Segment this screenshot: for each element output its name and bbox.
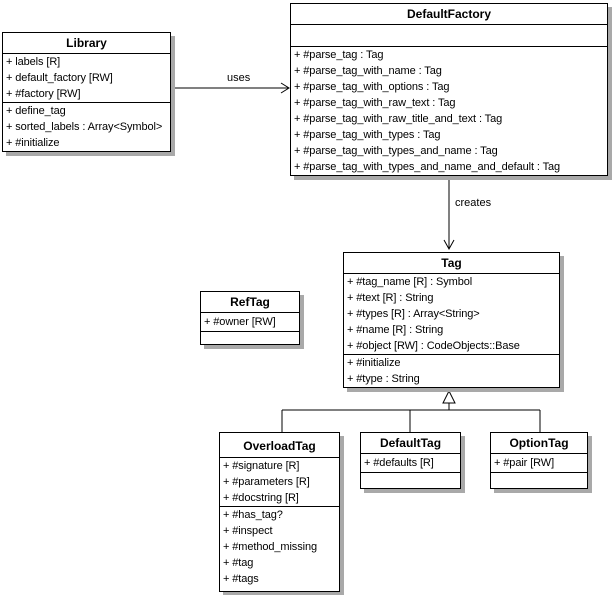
method-row: + #parse_tag_with_types_and_name_and_def… [294, 161, 561, 173]
attributes-section-empty [291, 24, 607, 46]
class-name-defaulttag: DefaultTag [379, 436, 442, 450]
creates-open-arrowhead-icon [443, 239, 455, 251]
method-row: + #parse_tag_with_raw_text : Tag [294, 97, 456, 109]
method-row: + #parse_tag_with_types_and_name : Tag [294, 145, 498, 157]
attribute-row: + #text [R] : String [347, 292, 434, 304]
methods-section-empty [491, 472, 587, 488]
class-name-optiontag: OptionTag [509, 436, 569, 450]
uses-edge-label: uses [227, 72, 251, 84]
methods-section: + define_tag + sorted_labels : Array<Sym… [3, 102, 170, 151]
class-box-optiontag[interactable]: OptionTag + #pair [RW] [490, 432, 588, 489]
method-row: + #tags [223, 573, 259, 585]
attributes-section: + #signature [R] + #parameters [R] + #do… [220, 457, 339, 506]
method-row: + #initialize [6, 137, 60, 149]
attribute-row: + labels [R] [6, 56, 61, 68]
attribute-row: + #name [R] : String [347, 324, 444, 336]
methods-section: + #parse_tag : Tag + #parse_tag_with_nam… [291, 46, 607, 175]
attribute-row: + #object [RW] : CodeObjects::Base [347, 340, 520, 352]
class-name-defaultfactory: DefaultFactory [406, 7, 492, 21]
attribute-row: + #owner [RW] [204, 316, 276, 328]
class-box-defaultfactory[interactable]: DefaultFactory + #parse_tag : Tag + #par… [290, 3, 608, 176]
method-row: + #type : String [347, 373, 420, 385]
attribute-row: + #defaults [R] [364, 457, 434, 469]
method-row: + #parse_tag_with_raw_title_and_text : T… [294, 113, 503, 125]
class-box-library[interactable]: Library + labels [R] + default_factory [… [2, 32, 171, 152]
attribute-row: + #factory [RW] [6, 88, 81, 100]
class-name-reftag: RefTag [230, 295, 270, 309]
method-row: + #has_tag? [223, 509, 283, 521]
method-row: + #tag [223, 557, 254, 569]
class-name-overloadtag: OverloadTag [243, 439, 316, 453]
class-box-defaulttag[interactable]: DefaultTag + #defaults [R] [360, 432, 461, 489]
attribute-row: + #tag_name [R] : Symbol [347, 276, 473, 288]
method-row: + #method_missing [223, 541, 317, 553]
attributes-section: + #tag_name [R] : Symbol + #text [R] : S… [344, 273, 559, 354]
method-row: + #parse_tag_with_options : Tag [294, 81, 450, 93]
method-row: + #parse_tag : Tag [294, 49, 384, 61]
class-box-reftag[interactable]: RefTag + #owner [RW] [200, 291, 300, 345]
class-name-tag: Tag [441, 256, 462, 270]
attributes-section: + #defaults [R] [361, 453, 460, 472]
attribute-row: + #parameters [R] [223, 476, 310, 488]
class-box-tag[interactable]: Tag + #tag_name [R] : Symbol + #text [R]… [343, 252, 560, 388]
attributes-section: + #owner [RW] [201, 312, 299, 331]
attribute-row: + #pair [RW] [494, 457, 555, 469]
creates-edge-label: creates [455, 197, 492, 209]
attribute-row: + #docstring [R] [223, 492, 299, 504]
methods-section: + #has_tag? + #inspect + #method_missing… [220, 506, 339, 591]
inheritance-triangle-icon [442, 389, 456, 404]
method-row: + #initialize [347, 357, 401, 369]
method-row: + sorted_labels : Array<Symbol> [6, 121, 163, 133]
class-name-library: Library [66, 36, 107, 50]
method-row: + define_tag [6, 105, 66, 117]
methods-section-empty [361, 472, 460, 488]
uses-open-arrowhead-icon [280, 82, 290, 94]
methods-section: + #initialize + #type : String [344, 354, 559, 387]
attribute-row: + #types [R] : Array<String> [347, 308, 480, 320]
method-row: + #parse_tag_with_types : Tag [294, 129, 441, 141]
attributes-section: + #pair [RW] [491, 453, 587, 472]
attribute-row: + #signature [R] [223, 460, 300, 472]
attribute-row: + default_factory [RW] [6, 72, 113, 84]
method-row: + #parse_tag_with_name : Tag [294, 65, 442, 77]
methods-section-empty [201, 331, 299, 344]
attributes-section: + labels [R] + default_factory [RW] + #f… [3, 53, 170, 102]
method-row: + #inspect [223, 525, 273, 537]
class-box-overloadtag[interactable]: OverloadTag + #signature [R] + #paramete… [219, 432, 340, 592]
